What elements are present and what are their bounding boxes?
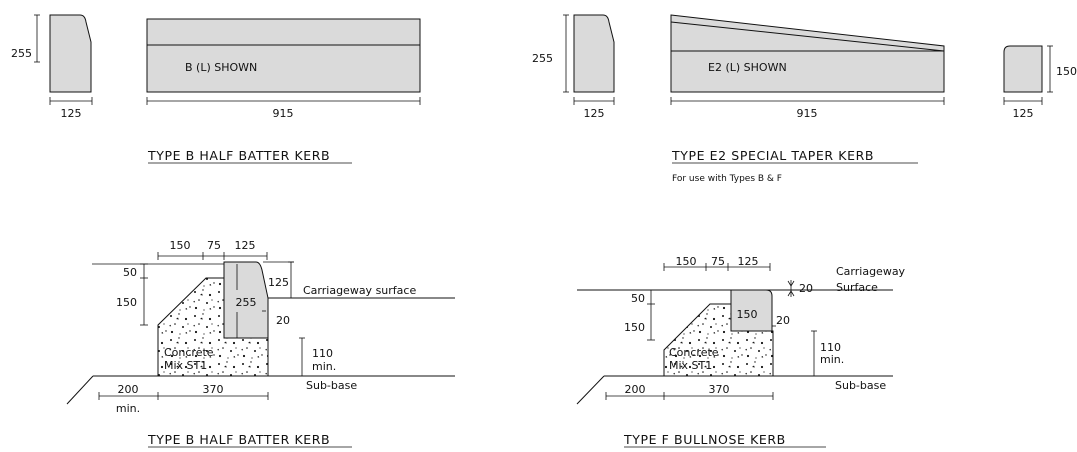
usage-note: For use with Types B & F bbox=[672, 174, 782, 184]
dim-label: 200 bbox=[118, 383, 139, 396]
length-dim-label: 915 bbox=[273, 107, 294, 120]
concrete-mix-label: Mix ST1 bbox=[669, 359, 712, 372]
type-e2-profile bbox=[573, 14, 615, 93]
end-width-dim-label: 125 bbox=[1013, 107, 1034, 120]
height-dim-label: 255 bbox=[532, 52, 553, 65]
type-b-elevation bbox=[146, 18, 421, 93]
type-e2-elevation bbox=[670, 14, 945, 93]
dim-label: 125 bbox=[738, 255, 759, 268]
detail-title: TYPE B HALF BATTER KERB bbox=[147, 148, 330, 163]
dim-label: 20 bbox=[276, 314, 290, 327]
end-height-dim-label: 150 bbox=[1056, 65, 1077, 78]
dim-label: 75 bbox=[711, 255, 725, 268]
dim-arrow bbox=[787, 280, 795, 287]
carriageway-label-2: Surface bbox=[836, 281, 878, 294]
detail-title: TYPE E2 SPECIAL TAPER KERB bbox=[671, 148, 874, 163]
taper-line bbox=[670, 21, 945, 52]
dim-label: 20 bbox=[776, 314, 790, 327]
dim-label: 370 bbox=[709, 383, 730, 396]
dim-label: 50 bbox=[631, 292, 645, 305]
dim-label: min. bbox=[312, 360, 336, 373]
dim-label: min. bbox=[116, 402, 140, 415]
dim-label: 110 bbox=[312, 347, 333, 360]
concrete-mix-label: Mix ST1 bbox=[164, 359, 207, 372]
type-b-section: 150 75 125 50 150 255 125 Carriageway su… bbox=[66, 239, 455, 448]
shown-label: E2 (L) SHOWN bbox=[708, 61, 787, 74]
type-e2-end-profile bbox=[1003, 45, 1043, 93]
kerb-height-dim-label: 150 bbox=[737, 308, 758, 321]
type-f-section: 150 75 125 Carriageway Surface 50 150 15… bbox=[576, 255, 906, 448]
shown-label: B (L) SHOWN bbox=[185, 61, 257, 74]
subbase-label: Sub-base bbox=[835, 379, 886, 392]
dim-arrow bbox=[787, 290, 795, 297]
type-b-kerb-section bbox=[223, 261, 269, 339]
type-f-kerb-section bbox=[730, 289, 773, 332]
type-b-detail-elevation: 255 125 B (L) SHOWN 915 TYPE B HALF BATT… bbox=[11, 14, 421, 164]
upstand-dim-label: 125 bbox=[268, 276, 289, 289]
detail-title: TYPE F BULLNOSE KERB bbox=[623, 432, 786, 447]
dim-label: 125 bbox=[235, 239, 256, 252]
dim-label: 75 bbox=[207, 239, 221, 252]
dim-label: 150 bbox=[624, 321, 645, 334]
concrete-label: Concrete bbox=[669, 346, 719, 359]
carriageway-label: Carriageway bbox=[836, 265, 906, 278]
dim-label: 150 bbox=[676, 255, 697, 268]
kerb-height-dim-label: 255 bbox=[236, 296, 257, 309]
detail-title: TYPE B HALF BATTER KERB bbox=[147, 432, 330, 447]
dim-label: min. bbox=[820, 353, 844, 366]
subbase-slope bbox=[576, 375, 605, 405]
height-dim-label: 255 bbox=[11, 47, 32, 60]
type-e2-detail-elevation: 255 125 E2 (L) SHOWN 915 150 125 TYPE E2… bbox=[532, 14, 1077, 184]
width-dim-label: 125 bbox=[584, 107, 605, 120]
dim-label: 110 bbox=[820, 341, 841, 354]
dim-label: 150 bbox=[170, 239, 191, 252]
dim-label: 20 bbox=[799, 282, 813, 295]
type-b-profile bbox=[49, 14, 92, 93]
dim-label: 150 bbox=[116, 296, 137, 309]
dim-label: 370 bbox=[203, 383, 224, 396]
width-dim-label: 125 bbox=[61, 107, 82, 120]
length-dim-label: 915 bbox=[797, 107, 818, 120]
subbase-slope bbox=[66, 375, 94, 405]
dim-label: 200 bbox=[625, 383, 646, 396]
subbase-label: Sub-base bbox=[306, 379, 357, 392]
dim-label: 50 bbox=[123, 266, 137, 279]
concrete-label: Concrete bbox=[164, 346, 214, 359]
carriageway-label: Carriageway surface bbox=[303, 284, 416, 297]
